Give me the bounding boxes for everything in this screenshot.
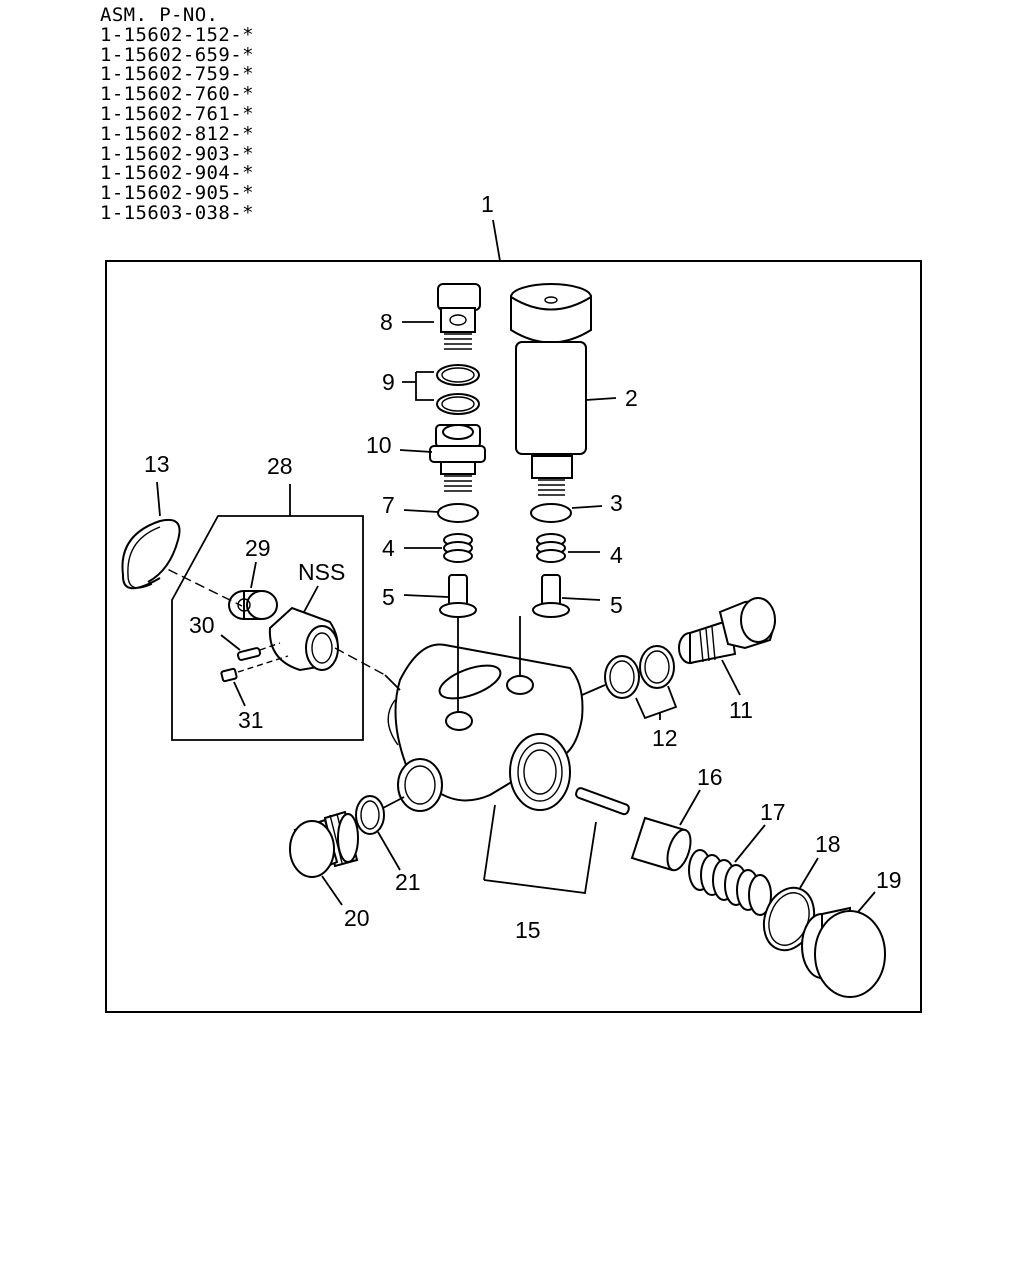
part-16-sleeve (630, 816, 692, 872)
callout-8: 8 (380, 309, 393, 335)
part-17-spring (688, 849, 772, 916)
part-18-o-ring (762, 886, 816, 952)
part-4-spring-left (443, 533, 473, 563)
part-15-pin (575, 787, 630, 816)
callout-9: 9 (382, 369, 395, 395)
callout-1: 1 (481, 191, 494, 217)
callout-17: 17 (760, 799, 786, 825)
callout-15: 15 (515, 917, 541, 943)
callout-30: 30 (189, 612, 215, 638)
assembly-frame (105, 260, 922, 1013)
assembly-part-number-header: ASM. P-NO. 1-15602-152-* 1-15602-659-* 1… (100, 4, 254, 224)
part-2-priming-pump (510, 283, 592, 496)
callout-29: 29 (245, 535, 271, 561)
callout-13: 13 (144, 451, 170, 477)
part-number: 1-15602-761-* (100, 102, 254, 125)
callout-21: 21 (395, 869, 421, 895)
part-number: 1-15602-905-* (100, 182, 254, 205)
pump-body (387, 643, 584, 812)
callout-nss: NSS (298, 559, 345, 585)
part-30-pin (236, 647, 262, 661)
part-number: 1-15602-152-* (100, 23, 254, 46)
part-19-plug (801, 906, 886, 998)
part-8-banjo-bolt (437, 283, 481, 350)
part-number: 1-15602-760-* (100, 83, 254, 106)
part-31-rivet (220, 667, 238, 683)
callout-20: 20 (344, 905, 370, 931)
callout-18: 18 (815, 831, 841, 857)
callout-12: 12 (652, 725, 678, 751)
part-number: 1-15602-659-* (100, 43, 254, 66)
part-number: 1-15602-759-* (100, 63, 254, 86)
part-29-bushing (228, 590, 278, 620)
part-12-gaskets (604, 645, 675, 699)
callout-2: 2 (625, 385, 638, 411)
callout-3: 3 (610, 490, 623, 516)
part-number: 1-15602-903-* (100, 142, 254, 165)
callout-7: 7 (382, 492, 395, 518)
part-number: 1-15603-038-* (100, 201, 254, 224)
part-28-detail-box (171, 515, 364, 741)
callout-28: 28 (267, 453, 293, 479)
callout-31: 31 (238, 707, 264, 733)
part-3-o-ring (530, 503, 572, 523)
part-9-gaskets (436, 364, 480, 415)
part-11-fitting (678, 597, 777, 665)
part-13-snap-ring (121, 518, 181, 590)
part-number: 1-15602-904-* (100, 162, 254, 185)
part-7-o-ring (437, 503, 479, 523)
part-number: 1-15602-812-* (100, 122, 254, 145)
callout-4-left: 4 (382, 535, 395, 561)
part-5-valve-right (532, 574, 570, 618)
callout-16: 16 (697, 764, 723, 790)
callout-11: 11 (729, 697, 753, 723)
nss-housing (268, 606, 339, 672)
callout-5-left: 5 (382, 584, 395, 610)
callout-4-right: 4 (610, 542, 623, 568)
part-21-gasket (355, 795, 385, 835)
part-20-plug (289, 810, 359, 878)
callout-10: 10 (366, 432, 392, 458)
callout-19: 19 (876, 867, 902, 893)
callout-5-right: 5 (610, 592, 623, 618)
part-4-spring-right (536, 533, 566, 563)
header-title: ASM. P-NO. (100, 4, 219, 26)
part-10-adapter (429, 424, 486, 492)
